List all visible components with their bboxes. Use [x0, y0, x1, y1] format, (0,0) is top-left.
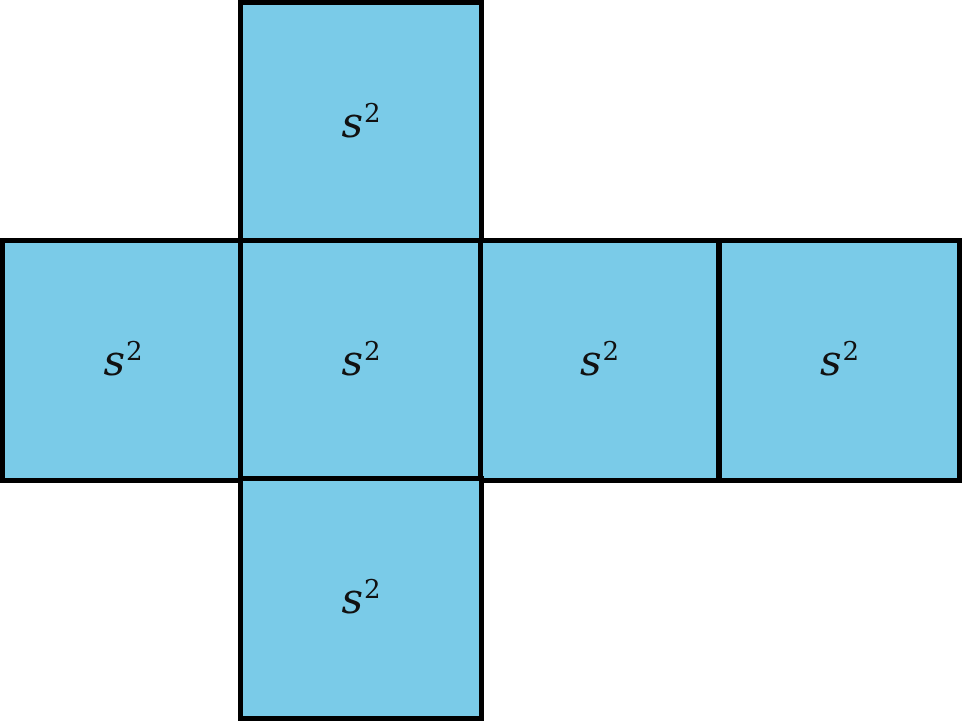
face-area-label-bottom: s2	[341, 574, 381, 620]
label-base-right: s	[579, 335, 602, 385]
face-area-label-back: s2	[820, 336, 860, 382]
cube-face-back: s2	[717, 238, 962, 483]
cube-face-top: s2	[238, 0, 484, 245]
face-area-label-front: s2	[341, 336, 381, 382]
cube-face-front: s2	[238, 238, 484, 483]
label-base-back: s	[819, 335, 842, 385]
face-area-label-right: s2	[580, 336, 620, 382]
cube-face-bottom: s2	[238, 476, 484, 721]
cube-face-left: s2	[0, 238, 246, 483]
label-exponent-front: 2	[364, 336, 381, 367]
face-area-label-top: s2	[341, 98, 381, 144]
label-base-front: s	[341, 335, 363, 385]
label-base-bottom: s	[341, 573, 363, 623]
label-exponent-bottom: 2	[364, 574, 381, 605]
label-base-top: s	[341, 97, 363, 147]
label-exponent-left: 2	[126, 336, 143, 367]
label-exponent-right: 2	[602, 336, 620, 367]
label-exponent-back: 2	[842, 336, 860, 367]
cube-face-right: s2	[478, 238, 721, 483]
label-base-left: s	[103, 335, 125, 385]
face-area-label-left: s2	[103, 336, 143, 382]
label-exponent-top: 2	[364, 98, 381, 129]
